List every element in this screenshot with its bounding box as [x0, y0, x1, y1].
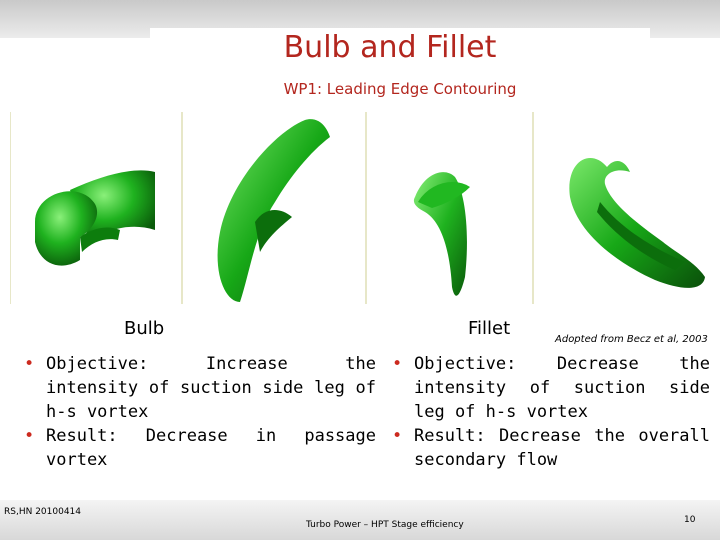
bulb-caption: Bulb	[124, 318, 165, 339]
list-item: • Result: Decrease in passage vortex	[24, 424, 376, 472]
bullet-dot: •	[24, 354, 35, 374]
credit-note: Adopted from Becz et al, 2003	[555, 334, 708, 345]
list-item: • Objective: Increase the intensity of s…	[24, 352, 376, 424]
fillet-bullet-list: • Objective: Decrease the intensity of s…	[392, 352, 710, 472]
footer-title: Turbo Power – HPT Stage efficiency	[306, 520, 464, 530]
fillet-figure-1	[370, 112, 535, 304]
footer-band	[0, 500, 720, 540]
bullet-text: Objective: Increase the intensity of suc…	[46, 354, 376, 422]
slide-subtitle: WP1: Leading Edge Contouring	[283, 80, 517, 98]
slide-title: Bulb and Fillet	[283, 30, 497, 65]
bullet-text: Result: Decrease the overall secondary f…	[414, 426, 710, 470]
bullet-text: Result: Decrease in passage vortex	[46, 426, 376, 470]
footer-author-date: RS,HN 20100414	[4, 507, 81, 517]
bulb-figure-2	[180, 112, 370, 304]
bullet-dot: •	[24, 426, 35, 446]
bullet-dot: •	[392, 354, 403, 374]
fillet-caption: Fillet	[468, 318, 511, 339]
bullet-dot: •	[392, 426, 403, 446]
fillet-figure-2	[535, 112, 715, 304]
list-item: • Objective: Decrease the intensity of s…	[392, 352, 710, 424]
title-box	[150, 28, 650, 108]
page-number: 10	[684, 515, 696, 525]
bulb-figure-1	[10, 112, 180, 304]
bullet-text: Objective: Decrease the intensity of suc…	[414, 354, 710, 422]
list-item: • Result: Decrease the overall secondary…	[392, 424, 710, 472]
bulb-bullet-list: • Objective: Increase the intensity of s…	[24, 352, 376, 472]
